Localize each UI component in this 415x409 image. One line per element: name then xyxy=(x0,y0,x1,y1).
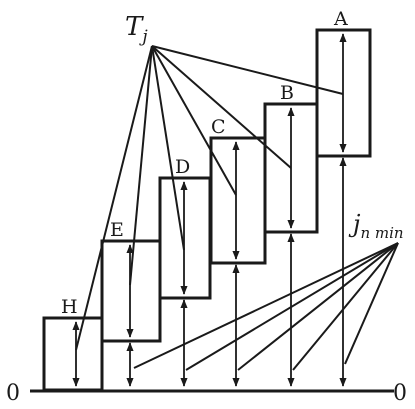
block-c-label: C xyxy=(211,116,226,138)
jmin-line-5 xyxy=(344,242,399,365)
apex-line-d xyxy=(151,45,185,251)
block-a: A xyxy=(315,8,372,158)
jmin-label-sub: n min xyxy=(360,224,403,242)
block-d-rect xyxy=(158,176,212,300)
jmin-label-base: j xyxy=(348,210,361,238)
block-e-label: E xyxy=(110,219,124,241)
jmin-line-1 xyxy=(133,242,399,369)
block-d: D xyxy=(158,156,212,300)
jmin-label: jn min xyxy=(348,210,404,242)
apex-fan-lines xyxy=(75,45,344,351)
jmin-line-4 xyxy=(292,242,399,371)
block-a-rect xyxy=(315,28,372,158)
apex-line-b xyxy=(151,45,292,169)
block-d-label: D xyxy=(175,156,190,178)
block-h: H xyxy=(42,296,104,392)
block-b: B xyxy=(263,82,319,234)
block-h-label: H xyxy=(61,296,78,318)
block-b-rect xyxy=(263,102,319,234)
block-e-rect xyxy=(100,239,162,343)
apex-line-e xyxy=(129,45,153,286)
jmin-line-3 xyxy=(237,242,399,371)
block-h-rect xyxy=(42,316,104,392)
apex-line-a xyxy=(151,45,344,95)
apex-label-sub: j xyxy=(138,27,148,47)
block-c-rect xyxy=(209,136,267,265)
apex-line-h xyxy=(75,45,153,351)
apex-label-base: T xyxy=(125,12,144,42)
dimension-arrows xyxy=(72,33,347,387)
apex-label: Tj xyxy=(125,12,148,47)
baseline-left-label: 0 xyxy=(6,381,20,406)
apex-line-c xyxy=(151,45,237,196)
baseline-right-label: 0 xyxy=(393,381,407,406)
block-b-label: B xyxy=(280,82,294,104)
block-a-label: A xyxy=(333,8,348,30)
